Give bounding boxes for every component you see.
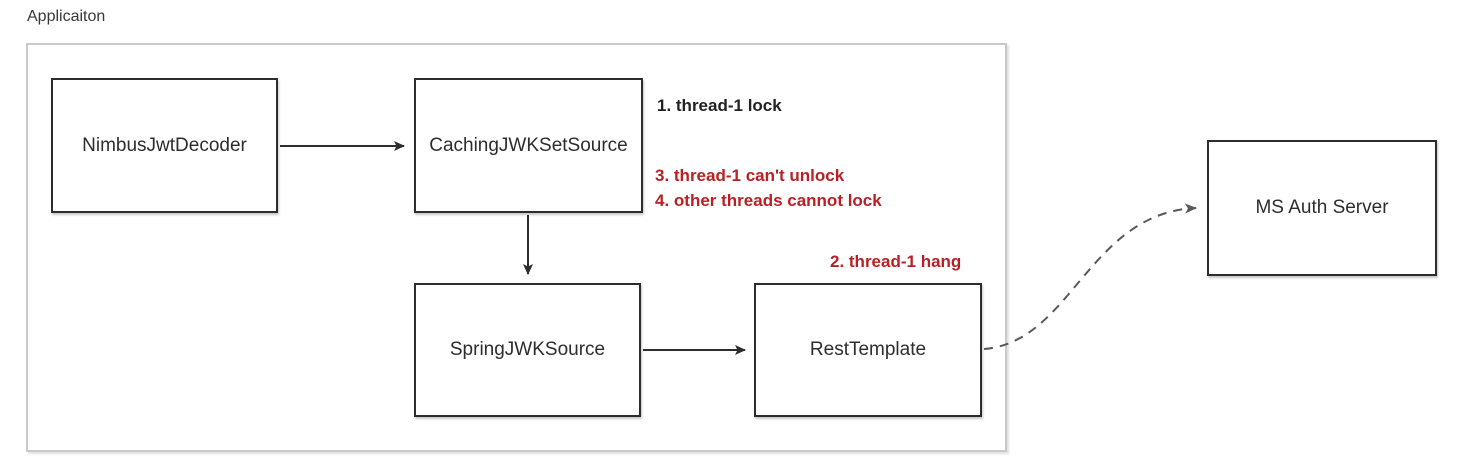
diagram-title: Applicaiton xyxy=(27,8,106,25)
node-rest-template: RestTemplate xyxy=(754,283,982,417)
annotation-step4-others-cannot-lock: 4. other threads cannot lock xyxy=(655,191,882,210)
node-nimbus-jwt-decoder: NimbusJwtDecoder xyxy=(51,78,278,213)
edge-rest-to-ms-auth-dashed xyxy=(983,203,1197,350)
node-label: NimbusJwtDecoder xyxy=(82,134,247,156)
node-label: SpringJWKSource xyxy=(449,339,606,360)
node-spring-jwk-source: SpringJWKSource xyxy=(414,283,641,417)
node-label: CachingJWKSetSource xyxy=(429,134,628,156)
node-caching-jwk-set-source: CachingJWKSetSource xyxy=(414,78,643,213)
node-label: MS Auth Server xyxy=(1255,197,1389,218)
node-label: RestTemplate xyxy=(809,339,927,360)
annotation-step2-thread-hang: 2. thread-1 hang xyxy=(830,252,962,271)
annotation-step1-thread-lock: 1. thread-1 lock xyxy=(657,96,782,115)
node-ms-auth-server: MS Auth Server xyxy=(1207,140,1437,276)
annotation-step3-cant-unlock: 3. thread-1 can't unlock xyxy=(655,166,845,185)
